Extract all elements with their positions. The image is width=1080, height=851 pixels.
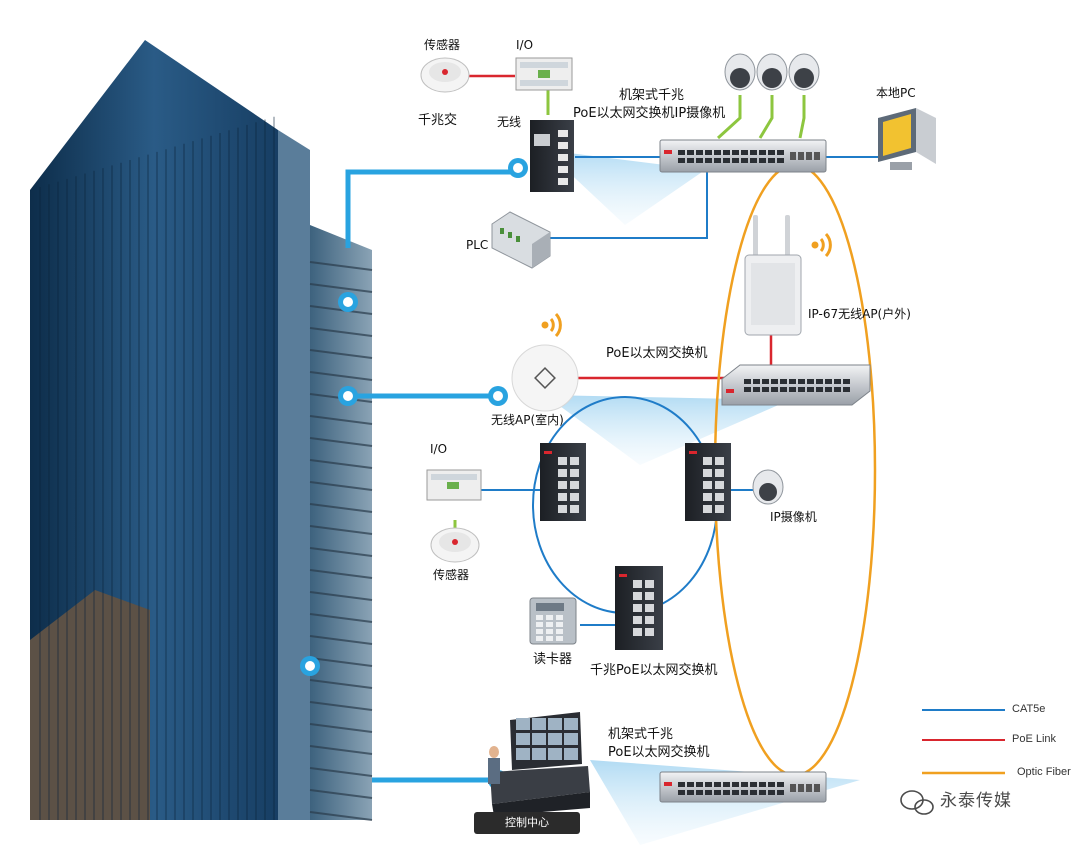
indoor-ap-icon xyxy=(511,344,579,412)
label-sensor-mid: 传感器 xyxy=(433,568,470,582)
io-module-icon xyxy=(426,469,482,501)
card-reader-icon xyxy=(529,597,577,645)
control-center-badge: 控制中心 xyxy=(474,812,580,834)
wireless-ap-icon xyxy=(744,215,802,336)
label-rack-top-line2: PoE以太网交换机IP摄像机 xyxy=(573,106,726,121)
label-poe-switch-mid: PoE以太网交换机 xyxy=(606,346,708,361)
label-rack-top-line1: 机架式千兆 xyxy=(619,88,685,103)
wechat-icon xyxy=(900,790,934,815)
rack-switch-icon xyxy=(721,364,871,406)
industrial-switch-icon xyxy=(615,566,663,650)
din-switch-icon xyxy=(530,120,574,192)
label-sensor-top: 传感器 xyxy=(424,38,461,52)
label-io-top: I/O xyxy=(516,38,534,52)
label-gigabit-top: 千兆交 xyxy=(418,113,458,128)
node-building-1 xyxy=(338,292,358,312)
wifi-signal-icon xyxy=(541,232,832,338)
legend-poe-label: PoE Link xyxy=(1012,733,1057,745)
label-rack-bottom-line2: PoE以太网交换机 xyxy=(608,745,710,760)
dome-camera-icon xyxy=(752,469,784,505)
rack-switch-icon xyxy=(659,139,827,173)
legend-cat5e-label: CAT5e xyxy=(1012,703,1046,715)
industrial-switch-icon xyxy=(540,443,586,521)
label-rack-bottom-line1: 机架式千兆 xyxy=(608,727,674,742)
label-ap-outdoor: IP-67无线AP(户外) xyxy=(808,307,911,321)
smoke-sensor-icon xyxy=(430,527,480,563)
io-module-icon xyxy=(515,57,573,91)
pc-icon xyxy=(878,108,936,170)
label-ip-camera: IP摄像机 xyxy=(770,510,817,524)
label-local-pc: 本地PC xyxy=(876,86,916,100)
label-gigabit-poe-switch: 千兆PoE以太网交换机 xyxy=(590,663,718,678)
label-card-reader: 读卡器 xyxy=(533,652,573,667)
node-ap-indoor xyxy=(488,386,508,406)
control-room-icon xyxy=(488,712,590,816)
watermark-text: 永泰传媒 xyxy=(940,791,1012,811)
legend-fiber-label: Optic Fiber xyxy=(1017,766,1071,778)
node-building-2 xyxy=(338,386,358,406)
node-top-din xyxy=(508,158,528,178)
legend xyxy=(922,709,1005,775)
node-building-3 xyxy=(300,656,320,676)
office-building xyxy=(30,40,373,821)
rack-switch-icon xyxy=(659,771,827,803)
label-plc: PLC xyxy=(466,238,489,252)
label-control-center: 控制中心 xyxy=(505,816,549,829)
smoke-sensor-icon xyxy=(420,57,470,93)
industrial-switch-icon xyxy=(685,443,731,521)
label-io-mid: I/O xyxy=(430,442,448,456)
building-link-lines xyxy=(345,169,518,783)
label-wireless-top: 无线 xyxy=(497,115,522,129)
ptz-camera-icon xyxy=(724,53,820,91)
label-ap-indoor: 无线AP(室内) xyxy=(491,413,564,427)
plc-icon xyxy=(491,211,551,269)
